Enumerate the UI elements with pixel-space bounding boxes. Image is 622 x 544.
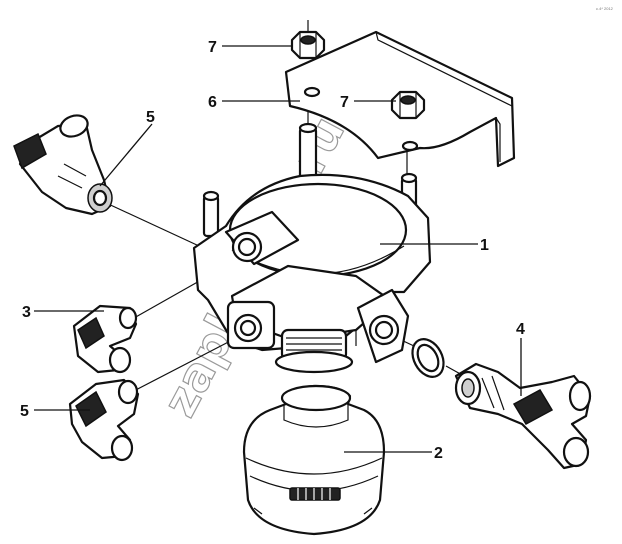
filter-cap	[242, 384, 386, 536]
elbow-fitting-bottom-left	[68, 378, 140, 462]
valve-body	[192, 173, 432, 374]
callout-3: 3	[22, 304, 31, 321]
callout-6: 6	[208, 94, 217, 111]
nut-top-right	[390, 90, 426, 120]
callouts: 7 6 7 5 1 3 4 5 2	[20, 39, 525, 462]
straight-connector-left	[72, 304, 138, 374]
callout-5-bottom: 5	[20, 403, 29, 420]
elbow-fitting-top-left	[13, 114, 113, 216]
callout-7-right: 7	[340, 94, 349, 111]
callout-1: 1	[480, 237, 489, 254]
callout-2: 2	[434, 445, 443, 462]
callout-7-top: 7	[208, 39, 217, 56]
corner-mark: с.4* 2012	[596, 6, 614, 11]
o-ring	[411, 338, 445, 378]
callout-5-top: 5	[146, 109, 155, 126]
tee-fitting	[454, 362, 592, 470]
leader-lines	[34, 45, 522, 453]
nut-top-left	[290, 30, 326, 60]
callout-4: 4	[516, 321, 525, 338]
